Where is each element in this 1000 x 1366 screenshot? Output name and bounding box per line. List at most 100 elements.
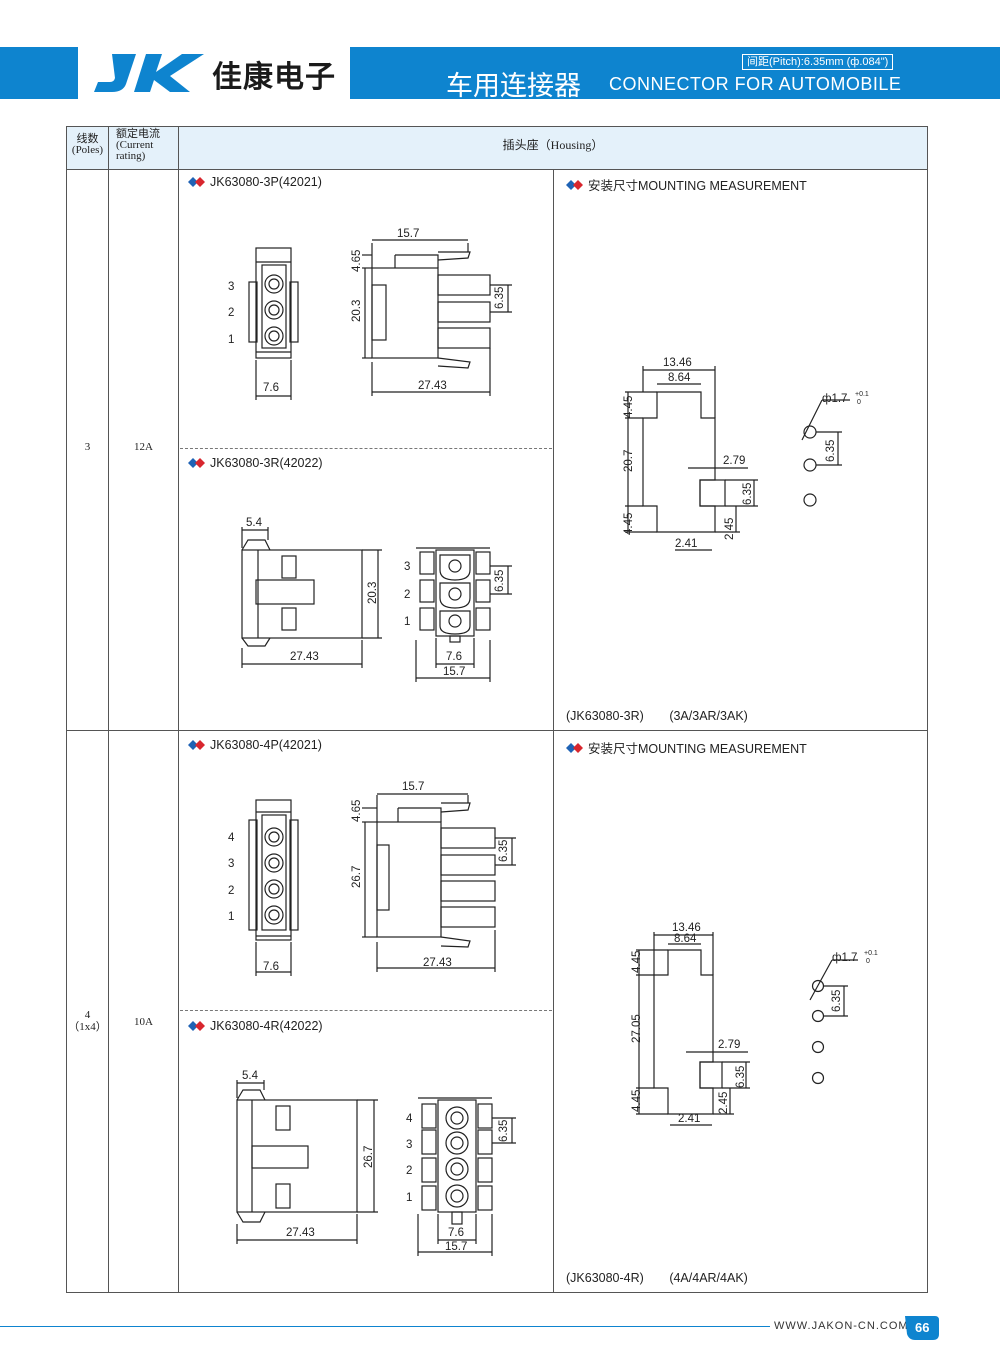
dim-text: 7.6 — [263, 961, 279, 973]
footer-line — [0, 1326, 905, 1327]
dim-text: 6.35 — [825, 440, 837, 462]
part-number-3p: JK63080-3P(42021) — [210, 175, 322, 189]
caption-part-4: (JK63080-4R) — [566, 1271, 644, 1285]
part-number-4r: JK63080-4R(42022) — [210, 1019, 323, 1033]
drawing-4p-side — [362, 793, 516, 972]
dim-text: 4.65 — [351, 250, 363, 272]
dim-text: 6.35 — [498, 840, 510, 862]
dim-text: 15.7 — [445, 1241, 467, 1253]
caption-variants-4: (4A/4AR/4AK) — [669, 1271, 748, 1285]
drawing-3r-front — [415, 547, 512, 682]
drawing-3p-side — [362, 239, 512, 396]
pin-number: 4 — [406, 1113, 413, 1125]
diamond-bullet-icon — [188, 740, 205, 750]
dim-text: 4.45 — [623, 513, 635, 535]
header-current: 额定电流 (Current rating) — [116, 128, 160, 162]
dashed-divider-row1 — [180, 448, 552, 449]
diamond-bullet-icon — [566, 742, 583, 753]
dim-text: 2.41 — [678, 1113, 700, 1125]
tolerance: +0.1 — [864, 950, 878, 957]
mounting-label-4: 安装尺寸MOUNTING MEASUREMENT — [566, 738, 807, 757]
diamond-bullet-icon — [188, 1021, 205, 1031]
dim-text: 27.05 — [631, 1014, 643, 1043]
dim-text: 4.65 — [351, 800, 363, 822]
row-divider — [67, 730, 927, 731]
dim-text: 5.4 — [246, 517, 263, 529]
pin-number: 1 — [228, 911, 234, 923]
row2-poles: 4 （1x4） — [68, 1009, 107, 1033]
dim-text: 15.7 — [397, 228, 419, 240]
page-number: 66 — [915, 1320, 929, 1335]
dim-text: 27.43 — [423, 957, 452, 969]
dim-text: 5.4 — [242, 1070, 259, 1082]
catalog-title-cn: 车用连接器 — [446, 71, 581, 102]
pin-number: 2 — [228, 885, 234, 897]
row1-current: 12A — [134, 441, 153, 453]
col-divider-poles — [108, 127, 109, 1292]
pin-number: 2 — [406, 1165, 412, 1177]
product-table — [66, 126, 928, 1293]
pin-number: 2 — [228, 307, 234, 319]
hole-diameter: ф1.7 — [832, 952, 857, 964]
row2-current: 10A — [134, 1016, 153, 1028]
dim-text: 6.35 — [494, 570, 506, 592]
dim-text: 26.7 — [363, 1146, 375, 1168]
dim-text: 20.7 — [623, 450, 635, 472]
hole-diameter: ф1.7 — [822, 393, 847, 405]
dim-text: 7.6 — [448, 1227, 464, 1239]
dim-text: 2.45 — [718, 1092, 730, 1114]
pitch-badge: 间距(Pitch):6.35mm (ф.084") — [742, 54, 894, 70]
diamond-bullet-icon — [188, 458, 205, 468]
caption-variants-3: (3A/3AR/3AK) — [669, 709, 748, 723]
dim-text: 6.35 — [742, 483, 754, 505]
dim-text: 13.46 — [672, 922, 701, 934]
pin-number: 1 — [404, 616, 410, 628]
dim-text: 2.41 — [675, 538, 697, 550]
dim-text: 6.35 — [735, 1066, 747, 1088]
part-label-4r: JK63080-4R(42022) — [188, 1019, 323, 1033]
dim-text: 27.43 — [286, 1227, 315, 1239]
col-divider-current — [178, 127, 179, 1292]
dim-text: 7.6 — [446, 651, 462, 663]
dim-text: 26.7 — [351, 866, 363, 888]
brand-name: 佳康电子 — [212, 60, 336, 95]
pin-number: 1 — [406, 1192, 412, 1204]
dim-text: 2.45 — [724, 518, 736, 540]
diamond-bullet-icon — [566, 179, 583, 190]
dim-text: 27.43 — [418, 380, 447, 392]
drawing-4r-front — [417, 1097, 516, 1256]
mounting-title-4: 安装尺寸MOUNTING MEASUREMENT — [588, 742, 807, 756]
tolerance: 0 — [857, 399, 861, 406]
dim-text: 2.79 — [723, 455, 745, 467]
dim-text: 4.45 — [631, 951, 643, 973]
dim-text: 27.43 — [290, 651, 319, 663]
dim-text: 4.45 — [623, 396, 635, 418]
mounting-title-3: 安装尺寸MOUNTING MEASUREMENT — [588, 179, 807, 193]
dim-text: 7.6 — [263, 382, 279, 394]
header-housing: 插头座（Housing） — [502, 138, 604, 152]
part-label-3p: JK63080-3P(42021) — [188, 175, 322, 189]
dim-text: 2.79 — [718, 1039, 740, 1051]
pin-number: 3 — [406, 1139, 412, 1151]
caption-part-3: (JK63080-3R) — [566, 709, 644, 723]
page-number-badge: 66 — [905, 1316, 939, 1340]
table-header-row — [67, 127, 927, 170]
mounting-label-3: 安装尺寸MOUNTING MEASUREMENT — [566, 175, 807, 194]
pin-number: 2 — [404, 589, 410, 601]
pin-number: 1 — [228, 334, 234, 346]
footer-url[interactable]: WWW.JAKON-CN.COM — [770, 1320, 913, 1332]
dim-text: 4.45 — [631, 1090, 643, 1112]
dim-text: 6.35 — [494, 287, 506, 309]
header-bar-right — [350, 47, 1000, 99]
pin-number: 4 — [228, 832, 235, 844]
catalog-title-en: CONNECTOR FOR AUTOMOBILE — [609, 74, 902, 94]
mounting-caption-3: (JK63080-3R) (3A/3AR/3AK) — [566, 709, 748, 723]
dim-text: 20.3 — [351, 300, 363, 322]
diamond-bullet-icon — [188, 177, 205, 187]
tolerance: +0.1 — [855, 391, 869, 398]
drawing-mount-4 — [636, 932, 858, 1126]
drawing-4r-side — [236, 1080, 378, 1244]
jk-logo: JK — [94, 54, 204, 92]
dim-text: 15.7 — [402, 781, 424, 793]
